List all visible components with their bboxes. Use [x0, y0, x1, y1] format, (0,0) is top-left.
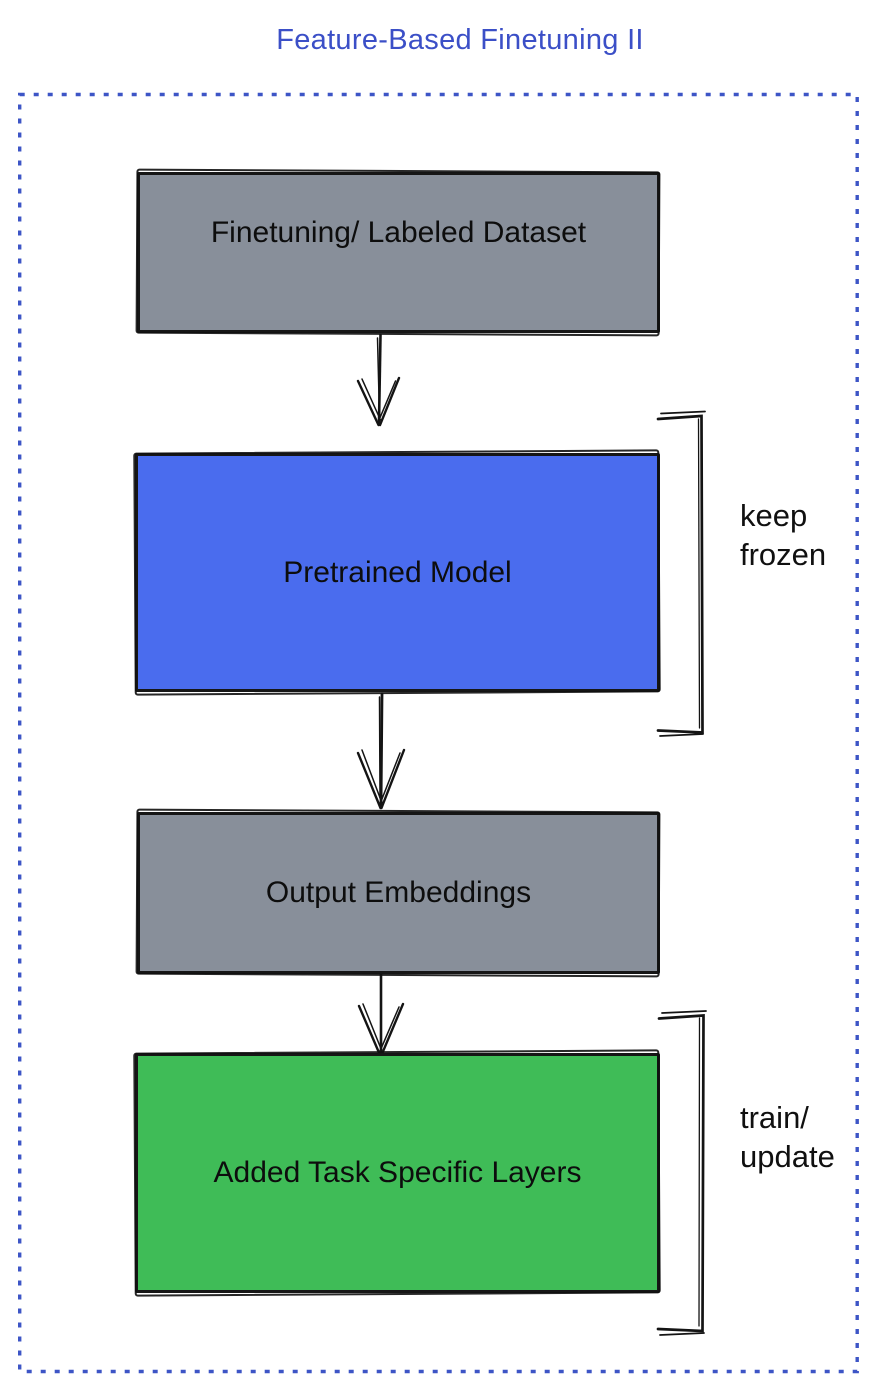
arrow-dataset-to-pretrained	[356, 333, 401, 427]
box-added-task-specific-layers: Added Task Specific Layers	[135, 1053, 660, 1293]
box-pretrained-model: Pretrained Model	[135, 453, 660, 692]
box-output-embeddings-label: Output Embeddings	[265, 876, 532, 909]
bracket-keep-frozen	[656, 410, 706, 737]
annotation-keep-frozen-line2: frozen	[740, 537, 827, 572]
annotation-train-update: train/ update	[740, 1098, 835, 1176]
arrow-embeddings-to-task-layers	[357, 970, 405, 1057]
annotation-keep-frozen: keep frozen	[740, 496, 826, 574]
box-output-embeddings: Output Embeddings	[137, 812, 660, 974]
box-finetuning-labeled-dataset: Finetuning/ Labeled Dataset	[137, 172, 660, 333]
arrow-pretrained-to-embeddings	[356, 692, 406, 810]
page-title: Feature-Based Finetuning II	[276, 24, 644, 56]
annotation-keep-frozen-line1: keep	[740, 498, 808, 533]
annotation-train-update-line2: update	[740, 1139, 835, 1174]
box-added-task-specific-layers-label: Added Task Specific Layers	[213, 1156, 582, 1189]
bracket-train-update	[656, 1010, 707, 1336]
annotation-train-update-line1: train/	[740, 1100, 809, 1135]
box-finetuning-labeled-dataset-label: Finetuning/ Labeled Dataset	[210, 215, 587, 249]
box-pretrained-model-label: Pretrained Model	[283, 555, 512, 589]
